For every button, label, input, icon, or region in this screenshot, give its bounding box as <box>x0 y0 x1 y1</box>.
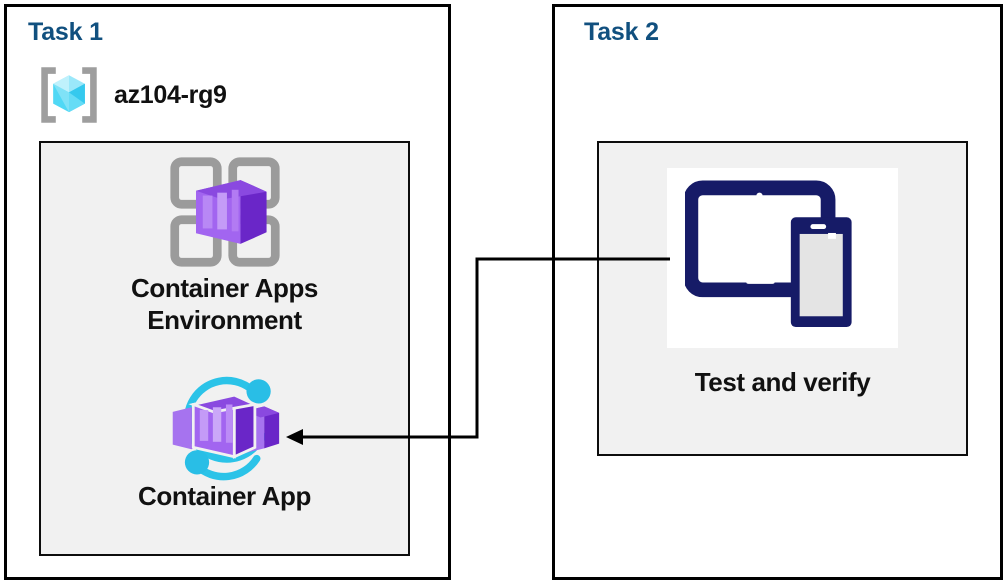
container-apps-environment-label-line1: Container Apps <box>130 273 318 303</box>
test-and-verify-icon-card <box>667 168 898 348</box>
container-app-icon <box>39 370 410 481</box>
test-and-verify-node: Test and verify <box>597 168 968 398</box>
container-apps-environment-label-line2: Environment <box>147 304 302 335</box>
azure-resource-group-icon <box>36 62 102 128</box>
container-app-label: Container App <box>138 481 311 511</box>
container-apps-environment-node: Container Apps Environment <box>39 152 410 335</box>
test-and-verify-label: Test and verify <box>694 367 871 397</box>
test-and-verify-devices-icon <box>683 180 881 337</box>
task1-title: Task 1 <box>28 18 103 46</box>
container-apps-environment-icon <box>39 152 410 272</box>
resource-group-row: az104-rg9 <box>36 62 336 128</box>
resource-group-label: az104-rg9 <box>114 80 227 109</box>
container-app-node: Container App <box>39 370 410 512</box>
task2-title: Task 2 <box>584 18 659 46</box>
